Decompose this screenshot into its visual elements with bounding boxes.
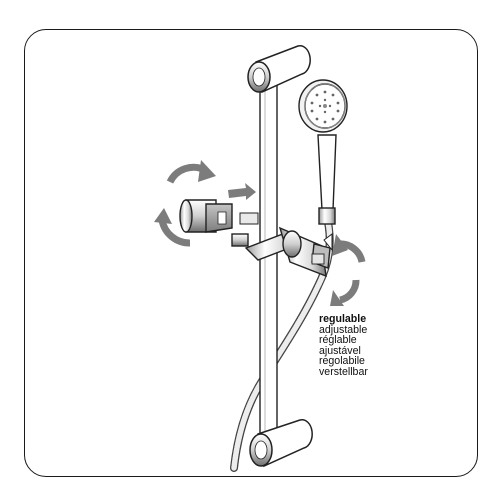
sliding-holder [231,226,333,278]
hand-shower [298,79,348,225]
rotate-arrow-icon [330,279,360,306]
label-translation: adjustable [319,323,368,336]
label-translation: ajustável [319,344,361,357]
top-wall-bracket [247,44,311,94]
spray-nozzles [310,90,340,124]
adjustable-label-block: regulable adjustable réglable ajustável … [319,314,368,378]
label-translation: réglable [319,334,357,347]
slide-arrow-icon [228,183,256,200]
label-primary: regulable [319,313,367,325]
bottom-wall-bracket [249,418,313,468]
rotate-arrow-icon [332,234,366,263]
label-translation: regolabile [319,355,365,368]
slide-rail [259,83,278,449]
label-translation: verstellbar [319,365,368,378]
rotate-arrow-icon [154,208,191,247]
rotate-arrow-icon [166,160,216,184]
rail-clamp [179,199,259,233]
